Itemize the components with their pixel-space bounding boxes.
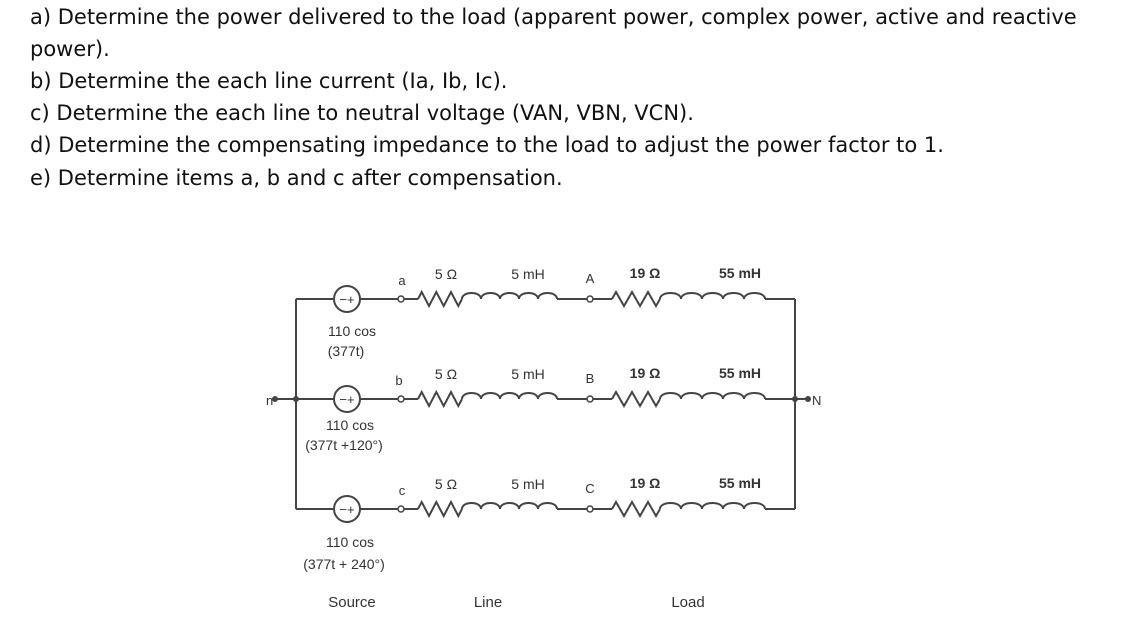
load-inductor-a (659, 292, 766, 300)
load-resistor-label-c: 19 Ω (630, 475, 661, 491)
phase-c-row: −+ c 5 Ω 5 mH C 19 Ω 55 mH (333, 475, 795, 523)
node-A-terminal (586, 295, 594, 303)
source-polarity-b: −+ (339, 392, 354, 407)
line-inductor-label-c: 5 mH (511, 476, 544, 492)
load-resistor-b (611, 389, 661, 409)
load-inductor-c (659, 502, 766, 510)
line-inductor-c (461, 502, 558, 510)
node-b-label: b (395, 373, 402, 388)
source-b-label-1: 110 cos (326, 417, 374, 433)
line-resistor-b (417, 389, 463, 409)
load-resistor-a (611, 289, 661, 309)
line-inductor-b (461, 392, 558, 400)
section-label-line: Line (474, 594, 502, 611)
source-polarity-a: −+ (339, 292, 354, 307)
line-resistor-label-a: 5 Ω (435, 266, 457, 282)
line-resistor-label-b: 5 Ω (435, 366, 457, 382)
section-label-load: Load (671, 594, 704, 611)
line-inductor-label-a: 5 mH (511, 266, 544, 282)
source-c-label-2: (377t + 240°) (303, 556, 384, 572)
phase-b-row: −+ b 5 Ω 5 mH B 19 Ω 55 mH (333, 365, 795, 413)
question-a-line1: a) Determine the power delivered to the … (30, 5, 1077, 29)
node-c-terminal (397, 505, 405, 513)
neutral-n-label: n (266, 393, 273, 408)
line-resistor-label-c: 5 Ω (435, 476, 457, 492)
line-resistor-a (417, 289, 463, 309)
question-b: b) Determine the each line current (Ia, … (30, 69, 508, 93)
question-a-line2: power). (30, 37, 110, 61)
question-d: d) Determine the compensating impedance … (30, 133, 944, 157)
node-C-terminal (586, 505, 594, 513)
bus-junction-dot (293, 396, 299, 402)
load-resistor-label-a: 19 Ω (630, 265, 661, 281)
load-resistor-c (611, 499, 661, 519)
line-inductor-label-b: 5 mH (511, 366, 544, 382)
node-c-label: c (399, 483, 406, 498)
load-inductor-label-b: 55 mH (719, 365, 761, 381)
load-inductor-b (659, 392, 766, 400)
load-resistor-label-b: 19 Ω (630, 365, 661, 381)
node-A-label: A (586, 271, 595, 286)
phase-a-row: −+ a 5 Ω 5 mH A 19 Ω 55 mH (333, 265, 795, 313)
load-inductor-label-c: 55 mH (719, 475, 761, 491)
node-B-terminal (586, 395, 594, 403)
node-n-dot (272, 396, 278, 402)
section-label-source: Source (328, 594, 376, 611)
node-b-terminal (397, 395, 405, 403)
source-b-label-2: (377t +120°) (305, 437, 383, 453)
question-c: c) Determine the each line to neutral vo… (30, 101, 694, 125)
source-c-label-1: 110 cos (326, 534, 374, 550)
line-inductor-a (461, 292, 558, 300)
node-a-label: a (398, 273, 406, 288)
question-e: e) Determine items a, b and c after comp… (30, 166, 563, 190)
source-a-label-1: 110 cos (328, 323, 376, 339)
node-B-label: B (586, 371, 595, 386)
neutral-N-label: N (812, 393, 821, 408)
node-C-label: C (585, 481, 594, 496)
load-inductor-label-a: 55 mH (719, 265, 761, 281)
node-N-dot (805, 396, 811, 402)
source-polarity-c: −+ (339, 502, 354, 517)
source-a-label-2: (377t) (328, 343, 365, 359)
line-resistor-c (417, 499, 463, 519)
node-a-terminal (397, 295, 405, 303)
